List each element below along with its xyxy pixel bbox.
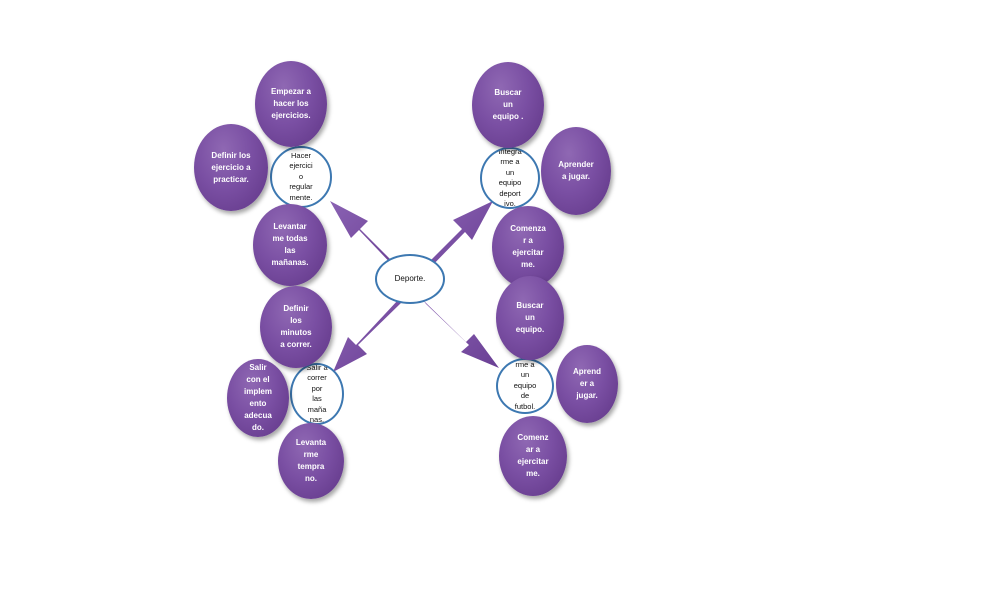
bubble-top-left-1: Empezar a hacer los ejercicios.	[255, 61, 327, 147]
hub-bottom-left-label: Salir a correr por las maña nas.	[306, 363, 328, 424]
bubble-top-right-2: Aprender a jugar.	[541, 127, 611, 215]
hub-bottom-right-label: rme a un equipo de futbol.	[513, 359, 537, 411]
bubble-top-left-2: Definir los ejercicio a practicar.	[194, 124, 268, 211]
center-node: Deporte.	[375, 254, 445, 304]
bubble-label: Empezar a hacer los ejercicios.	[270, 87, 312, 120]
bubble-label: Buscar un equipo.	[515, 301, 545, 334]
bubble-top-left-3: Levantar me todas las mañanas.	[253, 204, 327, 286]
bubble-label: Definir los ejercicio a practicar.	[211, 150, 251, 184]
bubble-bottom-left-3: Levanta rme tempra no.	[278, 423, 344, 499]
bubble-label: Aprender a jugar.	[558, 160, 594, 181]
bubble-label: Levanta rme tempra no.	[295, 438, 327, 483]
arrow-up-right	[421, 201, 493, 274]
bubble-label: Comenz ar a ejercitar me.	[517, 433, 549, 478]
bubble-label: Buscar un equipo .	[492, 88, 524, 121]
bubble-label: Comenza r a ejercitar me.	[510, 224, 546, 269]
bubble-bottom-right-1: Buscar un equipo.	[496, 276, 564, 360]
hub-top-left-label: Hacer ejercici o regular mente.	[289, 150, 313, 202]
bubble-label: Definir los minutos a correr.	[280, 304, 312, 349]
arrow-down-left	[333, 300, 401, 372]
hub-top-right-label: Integra rme a un equipo deport ivo.	[498, 147, 522, 208]
bubble-top-right-3: Comenza r a ejercitar me.	[492, 206, 564, 288]
bubble-label: Salir con el implem ento adecua do.	[243, 363, 272, 432]
hub-top-right: Integra rme a un equipo deport ivo.	[480, 147, 540, 209]
hub-top-left: Hacer ejercici o regular mente.	[270, 146, 332, 208]
bubble-bottom-right-3: Comenz ar a ejercitar me.	[499, 416, 567, 496]
center-label: Deporte.	[394, 273, 426, 283]
bubble-top-right-1: Buscar un equipo .	[472, 62, 544, 148]
bubble-bottom-left-1: Definir los minutos a correr.	[260, 286, 332, 368]
hub-bottom-left: Salir a correr por las maña nas.	[290, 363, 344, 425]
arrow-up-left	[330, 201, 401, 272]
arrow-down-right	[423, 300, 499, 368]
bubble-bottom-left-2: Salir con el implem ento adecua do.	[227, 359, 289, 437]
bubble-label: Aprend er a jugar.	[573, 367, 601, 400]
bubble-bottom-right-2: Aprend er a jugar.	[556, 345, 618, 423]
bubble-label: Levantar me todas las mañanas.	[271, 222, 309, 267]
hub-bottom-right: rme a un equipo de futbol.	[496, 358, 554, 414]
